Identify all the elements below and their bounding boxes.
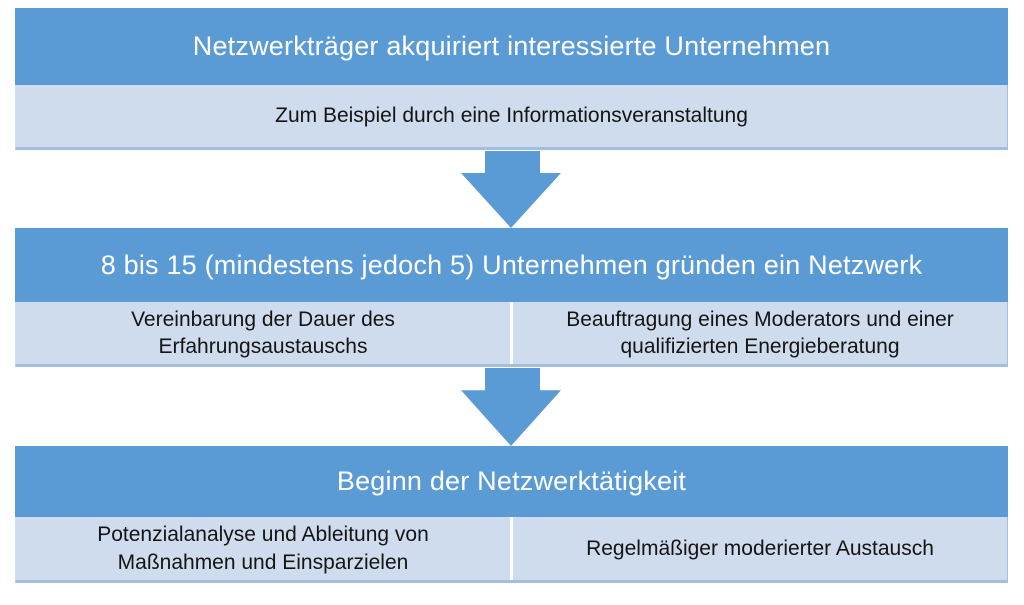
stage-3-title: Beginn der Netzwerktätigkeit: [15, 446, 1008, 517]
cell-divider: [510, 517, 513, 580]
stage-2-details-row: Vereinbarung der Dauer des Erfahrungsaus…: [15, 302, 1008, 367]
stage-1-detail-cell: Zum Beispiel durch eine Informationsvera…: [275, 104, 748, 128]
cell-divider: [510, 302, 513, 364]
stage-3-details-row: Potenzialanalyse und Ableitung von Maßna…: [15, 517, 1008, 583]
stage-1-details-row: Zum Beispiel durch eine Informationsvera…: [15, 85, 1008, 150]
stage-3-detail-cell-right: Regelmäßiger moderierter Austausch: [586, 536, 934, 560]
stage-2-detail-cell-left: Vereinbarung der Dauer des Erfahrungsaus…: [131, 307, 395, 358]
stage-1-title: Netzwerkträger akquiriert interessierte …: [15, 8, 1008, 85]
stage-2-title: 8 bis 15 (mindestens jedoch 5) Unternehm…: [15, 228, 1008, 302]
down-arrow-icon: [461, 151, 561, 228]
stage-3-detail-cell-left: Potenzialanalyse und Ableitung von Maßna…: [97, 523, 429, 574]
down-arrow-icon: [461, 368, 561, 446]
stage-2-detail-cell-right: Beauftragung eines Moderators und einer …: [566, 307, 954, 358]
